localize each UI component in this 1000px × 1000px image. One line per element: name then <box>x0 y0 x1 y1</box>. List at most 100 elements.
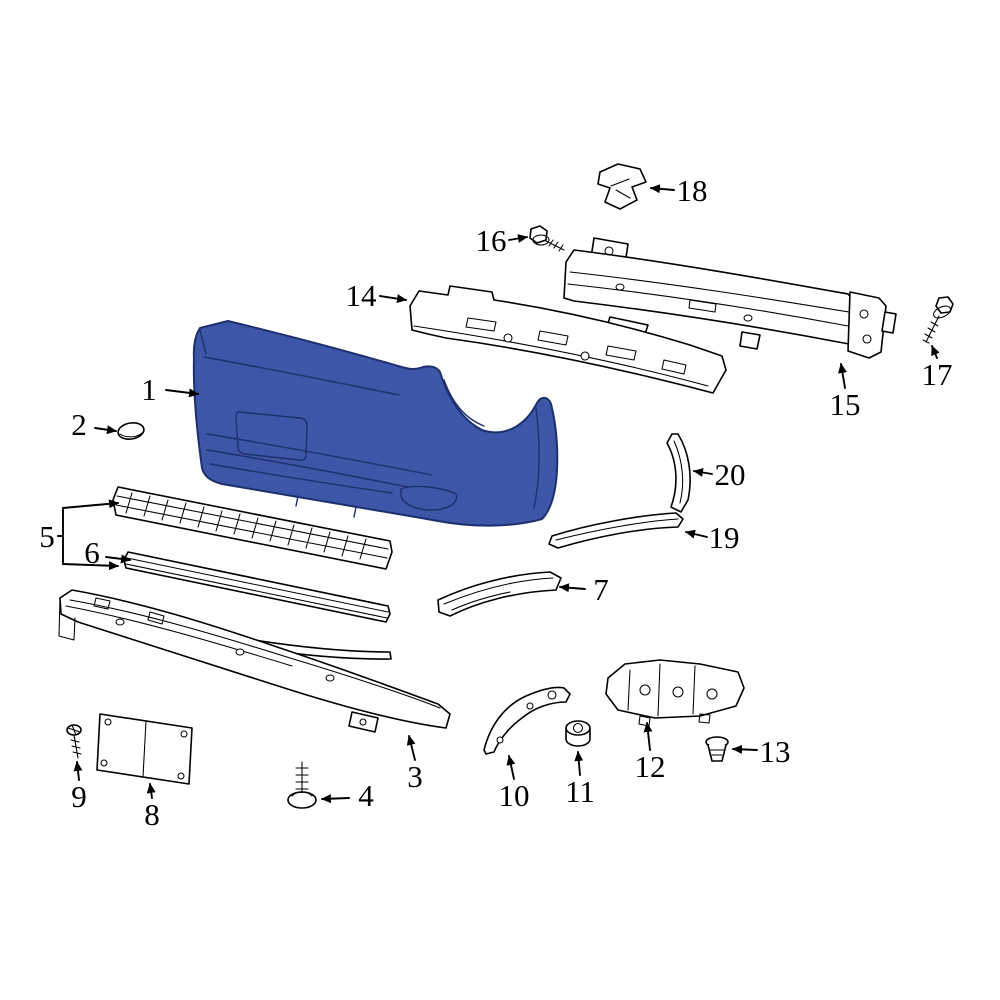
callout-15: 15 <box>830 363 861 422</box>
bolt-head <box>529 225 548 244</box>
leader-line <box>406 735 416 761</box>
callout-number: 17 <box>922 357 953 392</box>
bumper-tick <box>295 495 357 518</box>
leader-line <box>62 499 119 509</box>
absorber-slot <box>605 345 637 361</box>
part-10-side-bracket <box>483 686 571 755</box>
screw-head-dome <box>291 791 313 797</box>
part-7-lower-side-trim <box>437 571 562 617</box>
callout-20: 20 <box>693 457 746 492</box>
callout-2: 2 <box>71 407 117 442</box>
leader-line <box>506 755 516 780</box>
absorber-hole <box>503 333 513 343</box>
callout-18: 18 <box>650 173 708 208</box>
beam-end-plate <box>847 291 887 359</box>
leader-line <box>146 783 156 799</box>
absorber-slot <box>661 359 687 375</box>
part-outline <box>666 433 691 513</box>
callout-number: 6 <box>84 535 100 570</box>
end-plate-hole <box>862 334 872 344</box>
deflector-end-cap <box>58 597 76 641</box>
callout-16: 16 <box>476 223 528 258</box>
part-detail <box>443 577 554 611</box>
bumper-crease <box>206 433 433 476</box>
part-19-lower-trim-strip <box>548 512 684 549</box>
part-2-cap <box>117 422 145 440</box>
beam-hole <box>615 283 625 291</box>
callout-10: 10 <box>499 755 530 813</box>
cap-body <box>117 422 145 440</box>
part-1-bumper-cover <box>192 320 559 527</box>
bracket-hole <box>100 759 108 767</box>
part-outline <box>548 512 684 549</box>
part-3-lower-deflector <box>58 589 451 733</box>
callout-number: 7 <box>593 572 609 607</box>
bolt-shaft <box>545 239 565 252</box>
callout-number: 3 <box>407 759 423 794</box>
leader-bracket <box>57 507 64 565</box>
callout-number: 20 <box>715 457 746 492</box>
callout-number: 8 <box>144 797 160 832</box>
support-ribs <box>627 663 696 717</box>
end-plate-tab <box>881 311 897 334</box>
part-detail <box>610 178 631 199</box>
callout-12: 12 <box>635 722 666 784</box>
callout-19: 19 <box>685 520 740 555</box>
callout-number: 5 <box>39 519 55 554</box>
clip-ribs <box>709 749 725 756</box>
absorber-bottom-edge <box>413 325 709 387</box>
callout-number: 18 <box>677 173 708 208</box>
absorber-body <box>409 285 727 394</box>
leader-line <box>693 468 713 477</box>
deflector-tab <box>93 597 165 625</box>
leader-line <box>62 561 119 571</box>
bumper-right-crease <box>533 407 540 509</box>
deflector-hole <box>325 674 335 682</box>
callout-14: 14 <box>346 278 407 313</box>
bracket-divider <box>142 720 147 778</box>
leader-line <box>379 294 407 304</box>
callout-number: 4 <box>358 778 374 813</box>
leader-line <box>931 345 940 359</box>
leader-line <box>73 761 83 781</box>
leader-line <box>732 744 758 754</box>
bracket-hole <box>104 718 112 726</box>
deflector-outline <box>59 589 451 729</box>
callout-4: 4 <box>321 778 374 813</box>
part-15-bumper-reinforcement <box>563 237 897 359</box>
bracket-hole <box>526 702 534 710</box>
beam-hole <box>743 314 753 322</box>
part-14-impact-absorber <box>409 285 727 394</box>
cap-edge <box>119 432 143 438</box>
support-hole <box>639 684 651 696</box>
part-13-push-clip <box>705 736 729 762</box>
leader-line <box>165 388 199 398</box>
part-18-bracket <box>597 163 647 210</box>
callout-7: 7 <box>559 572 609 607</box>
callout-17: 17 <box>922 345 953 392</box>
callout-13: 13 <box>732 734 791 769</box>
bumper-top-crease <box>203 356 400 396</box>
leader-line <box>321 794 350 804</box>
bolt-shaft <box>922 315 940 344</box>
part-17-bolt <box>922 296 954 344</box>
screw-shaft <box>70 734 82 759</box>
headlight-arch-inner <box>443 379 485 427</box>
callout-number: 9 <box>71 779 87 814</box>
leader-line <box>650 184 675 194</box>
callout-number: 2 <box>71 407 87 442</box>
leader-line <box>838 363 847 389</box>
leader-line <box>559 583 586 593</box>
bracket-hole <box>177 772 185 780</box>
deflector-hole <box>115 618 125 626</box>
bolt-washer <box>532 234 550 246</box>
leader-line <box>94 425 117 435</box>
leader-line <box>574 751 584 776</box>
screw-head <box>287 791 317 809</box>
leader-line <box>105 554 131 564</box>
bumper-crease <box>209 463 393 494</box>
support-hole <box>672 686 684 698</box>
bumper-crease <box>206 449 429 492</box>
